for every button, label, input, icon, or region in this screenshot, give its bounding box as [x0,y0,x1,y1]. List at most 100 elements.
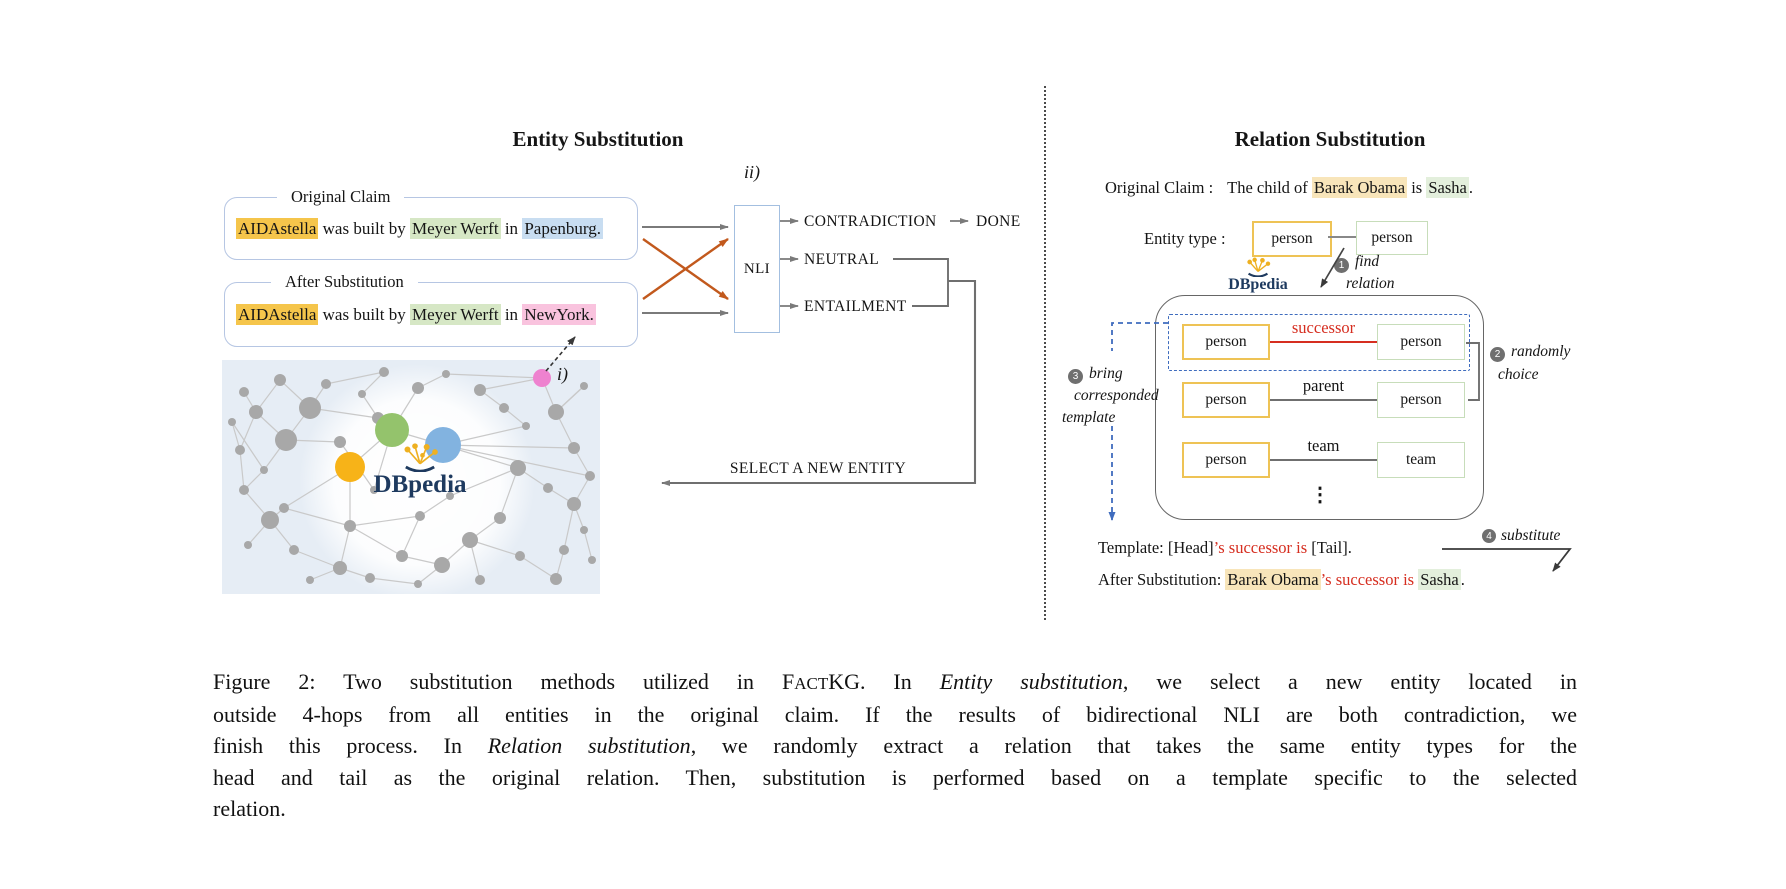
caption-line: head and tail as the original relation. … [213,764,1577,790]
graph-node [415,511,425,521]
graph-edge [563,503,575,551]
graph-edge [583,529,593,561]
step-3-text-line2: corresponded [1074,387,1159,404]
graph-node [321,379,331,389]
graph-edge [231,421,265,471]
graph-node [434,557,450,573]
graph-node [306,576,314,584]
relation-name-label: successor [1291,318,1356,337]
graph-node-yellow [335,452,365,482]
graph-node [235,445,245,455]
graph-edge [449,467,519,497]
select-new-entity-label: SELECT A NEW ENTITY [729,460,907,477]
graph-node [358,390,366,398]
entity-type-label: Entity type : [1144,229,1226,248]
graph-edge [293,549,341,569]
graph-edge [361,371,385,395]
after-substitution-box: After Substitution AIDAstella was built … [224,272,638,347]
step-4-text: substitute [1501,527,1561,544]
relation-head-box: person [1182,442,1270,478]
graph-node [462,532,478,548]
relation-tail-box: team [1377,442,1465,478]
graph-node [550,573,562,585]
graph-node [249,405,263,419]
graph-edge [349,515,421,527]
dbpedia-tree-icon-small [1247,257,1271,277]
caption-line: Figure 2: Two substitution methods utili… [213,669,1577,694]
graph-node-green [375,413,409,447]
relation-line [1270,341,1377,343]
relation-tail-box: person [1377,382,1465,418]
graph-node [365,573,375,583]
graph-node [379,367,389,377]
graph-node [559,545,569,555]
graph-edge [401,515,421,557]
after-substitution-text: AIDAstella was built by Meyer Werft in N… [236,303,596,325]
step-i-label: i) [557,364,568,384]
graph-node [239,485,249,495]
graph-node-pink-new-entity [533,369,551,387]
nli-box: NLI [734,205,780,333]
relation-line [1270,399,1377,401]
relation-original-claim-line: Original Claim :The child of Barak Obama… [1105,177,1473,198]
graph-node [334,436,346,448]
more-relations-ellipsis: ⋮ [1310,484,1330,506]
graph-node [474,384,486,396]
nli-label: NLI [743,260,771,277]
graph-node [396,550,408,562]
substitute-arrow [1442,548,1572,572]
step-3-text-line3: template [1062,409,1116,426]
graph-node [228,418,236,426]
template-line: Template: [Head]’s successor is [Tail]. [1098,538,1352,557]
graph-node [580,526,588,534]
graph-node [275,429,297,451]
graph-node [515,551,525,561]
caption-line: relation. [213,795,286,821]
step-4-circle: 4 [1482,529,1496,543]
caption-line: finish this process. In Relation substit… [213,733,1578,759]
graph-node [261,511,279,529]
graph-edge [349,525,403,557]
relation-line [1270,459,1377,461]
graph-node [446,492,454,500]
graph-node [475,575,485,585]
graph-node [260,466,268,474]
dbpedia-logo-small-text: DBpedia [1228,276,1288,293]
graph-node [548,404,564,420]
graph-node [274,374,286,386]
graph-node [412,382,424,394]
graph-node [289,545,299,555]
graph-node [567,497,581,511]
graph-node [239,387,249,397]
graph-node [522,422,530,430]
relation-tail-box: person [1377,324,1465,360]
graph-node [344,520,356,532]
graph-node [499,403,509,413]
entity-substitution-title: Entity Substitution [512,127,684,151]
graph-edge [445,373,543,379]
step-2-circle: 2 [1490,347,1505,362]
step-2-text-line1: randomly [1511,343,1571,360]
relation-row-parent: person parent person [1182,376,1465,418]
original-claim-box: Original Claim AIDAstella was built by M… [224,187,638,260]
after-substitution-line: After Substitution: Barak Obama’s succes… [1098,569,1465,590]
entity-type-box-head: person [1252,221,1332,257]
after-substitution-label: After Substitution [271,272,418,292]
nli-cross-arrow-up [642,238,729,300]
graph-edge [419,495,451,517]
relation-original-claim-label: Original Claim : [1105,178,1214,197]
graph-edge [325,371,385,385]
knowledge-graph-canvas [228,364,596,600]
original-claim-label: Original Claim [277,187,405,207]
graph-node [370,486,378,494]
figure-caption: Figure 2: Two substitution methods utili… [213,666,1577,824]
graph-edge [239,449,245,491]
graph-edge [469,539,521,557]
relation-name-label: parent [1302,376,1345,395]
step-3-text-line1: bring [1089,365,1123,382]
graph-edge [442,444,575,449]
step-ii-label: ii) [744,162,760,182]
graph-edge [519,555,557,580]
panel-divider [1044,86,1046,620]
